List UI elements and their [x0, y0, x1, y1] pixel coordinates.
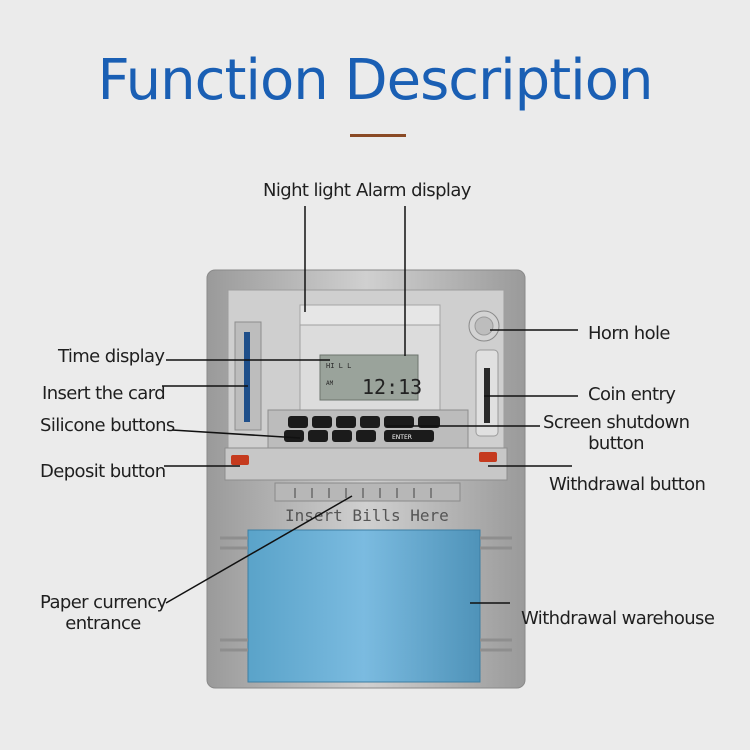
night-light-panel	[299, 304, 441, 326]
title-underline	[350, 134, 406, 137]
label-silicone-buttons: Silicone buttons	[40, 415, 175, 436]
lcd-am: AM	[326, 380, 334, 387]
side-ribs	[220, 536, 512, 652]
lcd-screen	[319, 354, 419, 401]
bill-slot-text: Insert Bills Here	[285, 506, 449, 525]
label-night-light: Night light	[263, 180, 351, 201]
label-withdrawal-warehouse: Withdrawal warehouse	[521, 608, 715, 629]
label-time-display: Time display	[58, 346, 165, 367]
deposit-button	[231, 455, 249, 465]
label-deposit-button: Deposit button	[40, 461, 166, 482]
card-slot	[244, 332, 250, 422]
label-insert-card: Insert the card	[42, 383, 166, 404]
lcd-indicators: HI L L	[326, 362, 351, 370]
lcd-time: 12:13	[362, 375, 422, 399]
label-paper-currency-line2: entrance	[65, 613, 141, 634]
label-alarm-display: Alarm display	[356, 180, 471, 201]
label-withdrawal-button: Withdrawal button	[549, 474, 706, 495]
keypad-keys	[284, 416, 440, 442]
callout-lines	[162, 206, 578, 604]
withdrawal-warehouse	[247, 529, 481, 683]
deposit-ledge	[224, 447, 508, 481]
page-title: Function Description	[97, 48, 654, 113]
key-enter-label: ENTER	[392, 434, 412, 441]
label-horn-hole: Horn hole	[588, 323, 670, 344]
label-screen-shutdown-line1: Screen shutdown	[543, 412, 690, 433]
label-paper-currency: Paper currency entrance	[40, 592, 167, 634]
label-coin-entry: Coin entry	[588, 384, 676, 405]
bill-slot	[274, 482, 461, 502]
label-screen-shutdown-line2: button	[588, 433, 644, 454]
label-paper-currency-line1: Paper currency	[40, 592, 167, 613]
label-screen-shutdown: Screen shutdown button	[543, 412, 690, 454]
withdrawal-button	[479, 452, 497, 462]
